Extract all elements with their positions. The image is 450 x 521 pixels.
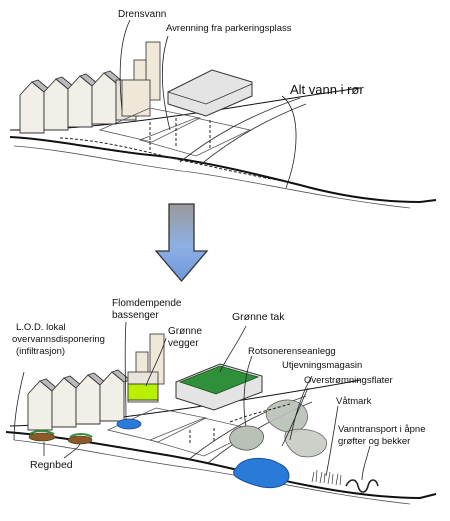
label-avrenning: Avrenning fra parkeringsplass <box>166 23 292 34</box>
label-drensvann: Drensvann <box>118 9 166 20</box>
label-lod-1: L.O.D. lokal <box>16 322 66 333</box>
label-vanntransport-2: grøfter og bekker <box>338 436 410 447</box>
top-parking-lot <box>98 107 202 143</box>
equalizing-reservoir <box>265 399 308 434</box>
leader-avrenning <box>161 35 171 131</box>
bottom-houses <box>27 369 131 431</box>
leader-drensvann <box>119 19 131 111</box>
label-alt-vann: Alt vann i rør <box>290 82 364 97</box>
label-gronne-tak: Grønne tak <box>232 311 285 323</box>
label-flom-1: Flomdempende <box>112 298 182 309</box>
top-pipes <box>59 118 291 183</box>
label-overstromning: Overstrømningsflater <box>304 375 393 386</box>
leader-utjevning <box>289 375 313 441</box>
label-lod-2: overvannsdisponering <box>12 334 105 345</box>
top-panel: Drensvann Avrenning fra parkeringsplass … <box>9 9 437 209</box>
leader-lod <box>13 371 25 441</box>
label-vanntransport-1: Vanntransport i åpne <box>338 424 426 435</box>
bottom-leaders <box>13 321 371 481</box>
rain-bed-right <box>67 435 93 445</box>
top-building-block <box>167 69 253 117</box>
leader-flom <box>124 321 127 421</box>
green-wall <box>127 383 159 401</box>
bottom-pipes <box>189 403 291 444</box>
wetland-grass <box>311 469 342 486</box>
label-gronne-vegger-1: Grønne <box>168 326 202 337</box>
green-roof <box>178 365 260 395</box>
label-flom-2: bassenger <box>112 310 159 321</box>
top-terrain-line <box>9 136 437 204</box>
leader-rotsone <box>243 355 253 427</box>
rain-bed-left <box>28 432 56 442</box>
leader-gronne-tak <box>219 325 247 373</box>
label-vatmark: Våtmark <box>336 396 372 407</box>
leader-vanntransport <box>361 445 371 481</box>
root-zone-basin <box>229 425 264 451</box>
overflow-area <box>284 428 328 458</box>
top-terrain-lower-line <box>13 145 411 209</box>
leader-regnbed-right <box>63 443 81 459</box>
down-arrow-icon <box>154 203 209 283</box>
label-regnbed: Regnbed <box>30 459 73 471</box>
top-tower <box>121 41 161 117</box>
label-lod-3: (infiltrasjon) <box>16 346 65 357</box>
flood-basin <box>116 418 142 430</box>
open-ditch <box>345 479 379 493</box>
leader-vatmark <box>325 405 339 477</box>
bottom-panel: L.O.D. lokal overvannsdisponering (infil… <box>5 298 437 505</box>
label-rotsone: Rotsonerenseanlegg <box>248 346 336 357</box>
label-utjevning: Utjevningsmagasin <box>282 360 362 371</box>
leader-gronne-vegger <box>145 337 167 387</box>
wetland-water <box>233 458 290 489</box>
label-gronne-vegger-2: vegger <box>168 338 199 349</box>
leader-alt-vann <box>281 95 297 189</box>
leader-overstromning <box>281 387 309 447</box>
